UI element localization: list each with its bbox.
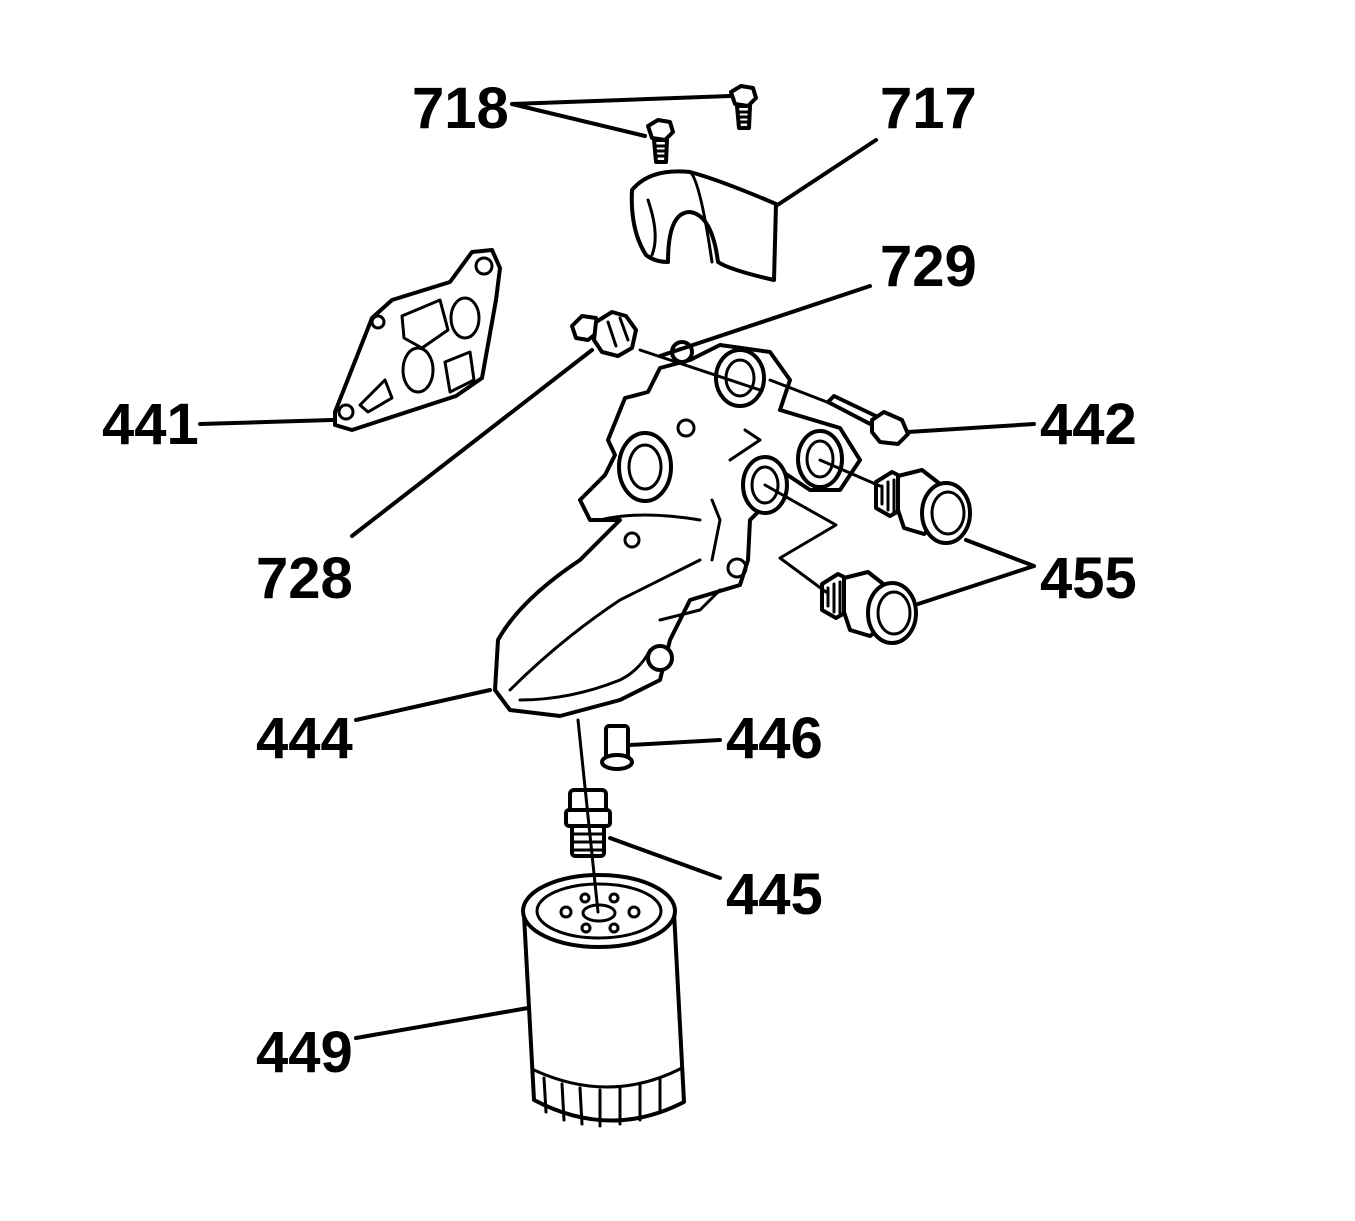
callout-455: 455 — [1040, 546, 1137, 611]
leader-445 — [608, 836, 722, 880]
leader-718 — [510, 94, 732, 138]
part-717-shield — [629, 169, 778, 282]
leader-446 — [628, 738, 722, 747]
axis-sensor — [638, 348, 762, 392]
axis-filter — [576, 718, 600, 914]
leader-717 — [774, 138, 878, 208]
fitting-455-lower — [820, 570, 918, 645]
bolt-718-upper — [729, 84, 758, 130]
part-441-gasket — [333, 248, 502, 432]
callout-729: 729 — [880, 234, 977, 299]
leader-455 — [916, 538, 1036, 606]
callout-728: 728 — [256, 546, 353, 611]
part-446-plug — [600, 724, 634, 771]
leader-728 — [350, 348, 594, 538]
part-444-adapter — [493, 340, 862, 718]
axis-fitting-upper — [818, 458, 882, 488]
part-718-bolts — [646, 84, 758, 164]
part-455-fittings — [820, 468, 972, 645]
part-449-oil-filter — [521, 873, 686, 1128]
callout-441: 441 — [102, 392, 199, 457]
leader-lines — [198, 94, 1036, 1040]
callout-442: 442 — [1040, 392, 1137, 457]
callout-444: 444 — [256, 706, 353, 771]
callout-449: 449 — [256, 1020, 353, 1085]
fitting-455-upper — [874, 468, 972, 545]
leader-441 — [198, 418, 334, 426]
callouts: 718 717 729 441 442 728 455 444 446 445 … — [102, 76, 1137, 1085]
axis-bolt-442 — [768, 378, 834, 406]
bolt-718-lower — [646, 118, 675, 164]
part-729-sensor — [570, 310, 638, 358]
callout-446: 446 — [726, 706, 823, 771]
leader-444 — [354, 688, 492, 722]
leader-729 — [658, 284, 872, 358]
callout-718: 718 — [412, 76, 509, 141]
callout-445: 445 — [726, 862, 823, 927]
callout-717: 717 — [880, 76, 977, 141]
axis-fitting-lower — [763, 483, 838, 594]
part-442-bolt — [826, 394, 910, 446]
leader-442 — [906, 422, 1036, 434]
leader-449 — [354, 1006, 530, 1040]
